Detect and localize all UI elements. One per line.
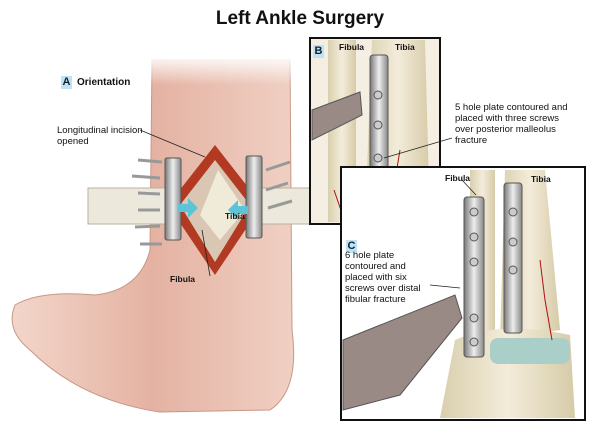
panel-b-badge: B	[313, 45, 324, 58]
fibula-label-c: Fibula	[445, 173, 471, 183]
panel-c-badge-wrap: C	[346, 236, 362, 254]
panel-c-drawing	[340, 166, 586, 421]
tibia-label-c: Tibia	[531, 174, 551, 184]
fibula-label-b: Fibula	[339, 42, 365, 52]
leg-foot-drawing	[11, 55, 339, 413]
panel-a-label: Orientation	[77, 77, 131, 88]
panel-a-heading: A Orientation	[61, 76, 130, 89]
panel-c-note: 6 hole plate contoured and placed with s…	[345, 250, 421, 305]
page-title: Left Ankle Surgery	[215, 8, 385, 29]
tibia-label-a: Tibia	[225, 211, 245, 221]
panel-b-badge-wrap: B	[313, 41, 329, 59]
panel-b-note: 5 hole plate contoured and placed with t…	[455, 102, 568, 146]
fibula-label-a: Fibula	[170, 274, 196, 284]
tibia-label-b: Tibia	[395, 42, 415, 52]
panel-a-badge: A	[61, 76, 72, 89]
panel-c-badge: C	[346, 240, 357, 253]
incision-label: Longitudinal incision opened	[57, 125, 143, 147]
